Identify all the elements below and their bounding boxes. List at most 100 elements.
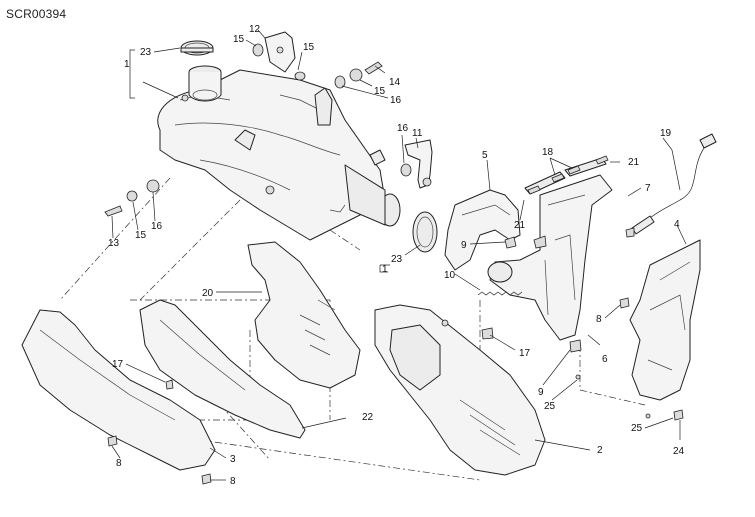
belly-pan-3-shape (21, 309, 216, 471)
lambda-sensor (625, 133, 717, 238)
silencer-body-shape (188, 72, 222, 102)
callout-6: 6 (602, 354, 608, 365)
callout-24: 24 (673, 446, 685, 457)
leader-lines-shape (374, 65, 386, 74)
clamp-ring-top (180, 40, 214, 56)
hardware-parts (104, 43, 412, 217)
callout-10: 10 (444, 270, 456, 281)
manifold-studs (527, 155, 609, 195)
silencer-cover-2-shape (389, 324, 441, 391)
leader-lines-shape (401, 134, 405, 164)
leader-lines-shape (627, 187, 642, 197)
clip-parts (165, 236, 517, 390)
assembly-lines-shape (199, 439, 481, 481)
hardware-parts-shape (400, 163, 412, 177)
silencer-body-shape (369, 149, 386, 166)
silencer-body-shape (329, 204, 346, 213)
hardware-parts-shape (294, 71, 306, 81)
callout-8: 8 (116, 458, 122, 469)
leader-lines-shape (132, 201, 139, 231)
exhaust-manifold-shape (547, 194, 586, 206)
callout-9: 9 (461, 240, 467, 251)
heat-shield-5-shape (444, 189, 521, 271)
spring-10-shape (477, 291, 523, 296)
hardware-parts-shape (349, 68, 363, 82)
leader-lines-shape (257, 29, 266, 39)
callout-23: 23 (140, 47, 152, 58)
callout-4: 4 (674, 219, 680, 230)
leader-lines-shape (551, 379, 578, 401)
leader-lines-shape (587, 334, 601, 346)
manifold-studs-shape (567, 165, 581, 175)
manifold-studs-shape (527, 185, 541, 195)
callout-15: 15 (374, 86, 386, 97)
leader-lines-shape (153, 47, 181, 53)
heat-shield-4-shape (647, 359, 673, 371)
callout-16: 16 (390, 95, 402, 106)
bolts-shape (619, 297, 630, 309)
assembly-lines-shape (139, 199, 241, 301)
clip-parts-shape (165, 379, 174, 390)
exhaust-manifold-shape (569, 339, 582, 353)
callout-11: 11 (412, 128, 423, 139)
lambda-sensor-shape (631, 215, 655, 235)
callout-17: 17 (519, 348, 531, 359)
bracket-11-shape (422, 177, 432, 187)
side-cover-20-shape (299, 299, 336, 356)
callout-12: 12 (249, 24, 261, 35)
leader-lines-shape (415, 137, 419, 149)
exhaust-manifold-shape (489, 174, 613, 341)
bracket-12-shape (276, 46, 284, 54)
callout-25: 25 (631, 423, 643, 434)
callout-1: 1 (382, 264, 388, 275)
spring-10 (477, 291, 523, 296)
silencer-cover-2-shape (441, 319, 449, 327)
leader-lines-shape (644, 417, 674, 429)
callout-14: 14 (389, 77, 401, 88)
lower-panel-22-shape (159, 319, 246, 391)
lower-panel-22 (139, 299, 306, 439)
callout-5: 5 (482, 150, 488, 161)
callout-15: 15 (135, 230, 147, 241)
callout-8: 8 (596, 314, 602, 325)
bracket-11 (404, 139, 433, 189)
heat-shield-5 (444, 189, 521, 271)
hardware-parts-shape (146, 179, 160, 193)
callout-3: 3 (230, 454, 236, 465)
heat-shield-4-shape (629, 239, 701, 401)
silencer-body-shape (181, 94, 189, 102)
silencer-body-shape (344, 164, 386, 226)
bolts (107, 297, 684, 485)
leader-lines-shape (604, 304, 621, 319)
heat-shield-5-shape (461, 204, 511, 216)
exhaust-manifold-shape (533, 235, 547, 249)
callout-17: 17 (112, 359, 124, 370)
clip-parts-shape (504, 236, 517, 249)
exhaust-manifold-shape (487, 261, 513, 283)
silencer-cover-2-shape (459, 399, 521, 456)
leader-lines-shape (676, 224, 687, 245)
exhaust-manifold-shape (554, 234, 576, 301)
silencer-body-shape (199, 159, 291, 191)
belly-pan-3-shape (39, 329, 176, 421)
leader-lines-shape (359, 79, 373, 87)
callout-1: 1 (124, 59, 130, 70)
leader-lines-shape (111, 215, 114, 239)
leader-lines-shape (111, 445, 121, 459)
bolts-shape (645, 413, 651, 419)
silencer-body-shape (265, 185, 275, 195)
diagram-code: SCR00394 (6, 7, 67, 21)
lambda-sensor-shape (625, 227, 635, 238)
callout-13: 13 (108, 238, 120, 249)
leader-lines-shape (341, 85, 389, 99)
leader-lines-shape (152, 191, 156, 222)
silencer-body (157, 65, 401, 241)
leader-lines-shape (404, 244, 421, 256)
assembly-lines-shape (329, 229, 361, 251)
hardware-parts-shape (334, 75, 346, 89)
callout-25: 25 (544, 401, 556, 412)
bolts-shape (575, 374, 581, 380)
clamp-ring-mid-shape (416, 216, 434, 248)
silencer-body-shape (314, 87, 333, 126)
